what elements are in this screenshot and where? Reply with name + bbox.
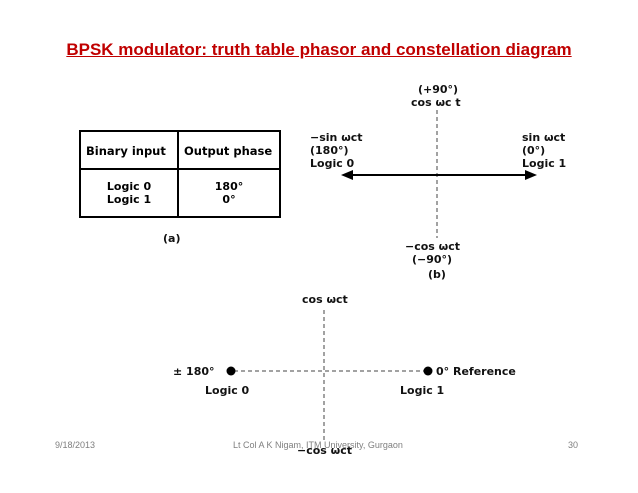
constellation-point-logic-0 (226, 366, 236, 376)
phasor-bottom-angle: (−90°) (412, 253, 453, 266)
phasor-top-cos: cos ωc t (411, 96, 461, 109)
table-cell: Logic 0 (106, 180, 152, 193)
table-cell: 0° (222, 193, 236, 206)
constellation-left-angle: ± 180° (173, 365, 215, 378)
constellation-left-logic: Logic 0 (205, 384, 250, 397)
footer-page-number: 30 (568, 440, 579, 450)
phasor-right-logic: Logic 1 (522, 157, 567, 170)
constellation-top-cos: cos ωct (302, 293, 348, 306)
footer-author: Lt Col A K Nigam, ITM University, Gurgao… (233, 440, 403, 450)
table-caption: (a) (163, 232, 181, 245)
phasor-right-arrowhead (525, 170, 537, 180)
table-header-binary-input: Binary input (86, 144, 166, 158)
slide-title: BPSK modulator: truth table phasor and c… (66, 40, 572, 59)
constellation-right-logic: Logic 1 (400, 384, 445, 397)
table-cell: Logic 1 (106, 193, 152, 206)
phasor-left-logic: Logic 0 (310, 157, 355, 170)
phasor-left-arrowhead (341, 170, 353, 180)
phasor-right-angle: (0°) (522, 144, 546, 157)
phasor-bottom-cos: −cos ωct (405, 240, 461, 253)
constellation-right-reference: 0° Reference (436, 365, 516, 378)
phasor-top-angle: (+90°) (418, 83, 459, 96)
constellation-bottom-cos: −cos ωct (297, 444, 353, 457)
phasor-left-sin: −sin ωct (310, 131, 363, 144)
truth-table: Binary input Output phase Logic 0 Logic … (79, 130, 281, 218)
table-cell: 180° (214, 180, 244, 193)
phasor-caption: (b) (428, 268, 446, 281)
table-divider-vertical (177, 132, 179, 216)
phasor-right-sin: sin ωct (522, 131, 566, 144)
phasor-left-angle: (180°) (310, 144, 349, 157)
table-divider-horizontal (81, 168, 279, 170)
constellation-point-logic-1 (423, 366, 433, 376)
footer-date: 9/18/2013 (55, 440, 96, 450)
table-header-output-phase: Output phase (184, 144, 273, 158)
